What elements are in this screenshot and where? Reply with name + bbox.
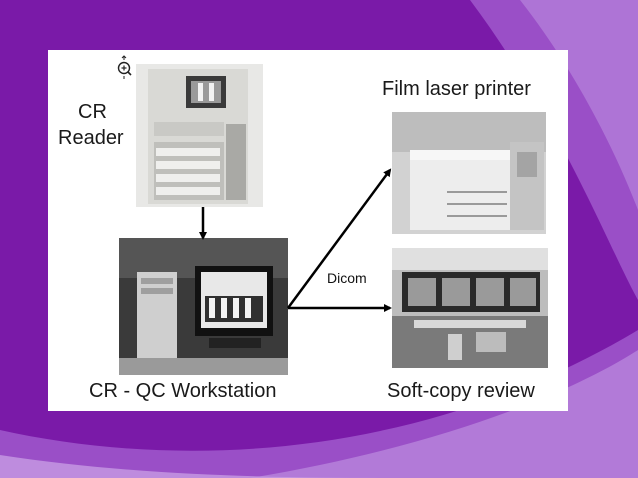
cr-reader-label-line1: CR (78, 101, 107, 123)
softcopy-review-label: Soft-copy review (387, 380, 535, 402)
dicom-edge-label: Dicom (327, 270, 367, 286)
diagram-panel: CR Reader Film laser printer (48, 50, 568, 411)
film-printer-photo (392, 112, 546, 234)
diagram-arrows (199, 168, 392, 312)
film-printer-label: Film laser printer (382, 78, 531, 100)
arrow-workstation-to-printer (286, 168, 392, 309)
qc-workstation-photo (119, 238, 288, 375)
qc-workstation-label: CR - QC Workstation (89, 380, 277, 402)
zoom-icon (117, 55, 132, 79)
softcopy-review-photo (392, 248, 548, 368)
cr-reader-photo (136, 64, 263, 207)
cr-reader-label-line2: Reader (58, 127, 124, 149)
